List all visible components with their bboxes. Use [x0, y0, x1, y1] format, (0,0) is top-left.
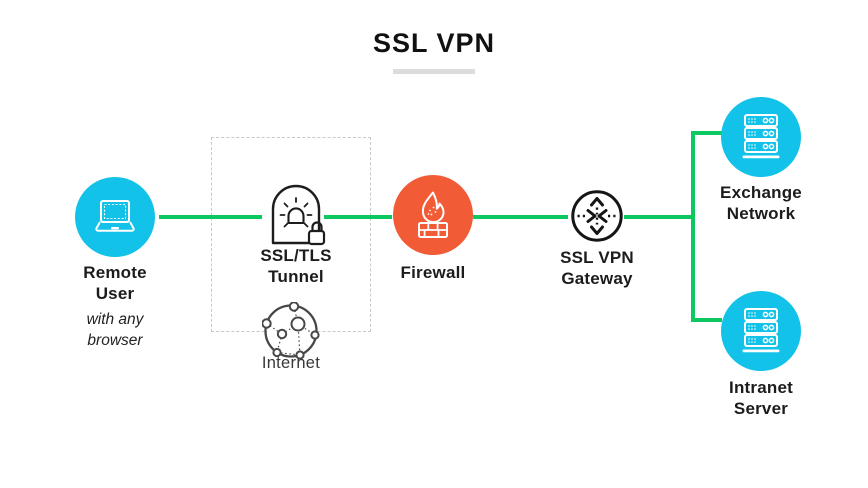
connector-gateway-branch: [624, 215, 693, 219]
intranet-server-label-line1: Intranet: [729, 378, 793, 397]
connector-user-tunnel: [159, 215, 262, 219]
remote-user-note-line1: with any: [86, 311, 144, 328]
router-arrows-icon: [571, 190, 623, 242]
gateway-node: [569, 188, 625, 244]
flame-brick-wall-icon: [418, 191, 448, 238]
tunnel-node: [267, 182, 329, 246]
internet-label: Internet: [261, 354, 321, 372]
remote-user-label-line1: Remote: [83, 263, 147, 282]
tunnel-label: SSL/TLS Tunnel: [221, 245, 371, 287]
connector-firewall-gateway: [473, 215, 568, 219]
firewall-label: Firewall: [400, 263, 466, 282]
gateway-label-line1: SSL VPN: [560, 248, 634, 267]
intranet-server-label: Intranet Server: [686, 377, 836, 419]
connector-branch-exchange: [691, 131, 722, 135]
tunnel-lock-icon: [271, 184, 326, 246]
remote-user-label: Remote User: [40, 262, 190, 304]
exchange-network-label: Exchange Network: [686, 182, 836, 224]
tunnel-label-line2: Tunnel: [268, 267, 324, 287]
tunnel-label-line1: SSL/TLS: [260, 246, 332, 265]
server-rack-icon: [742, 114, 780, 159]
connector-branch-intranet: [691, 318, 722, 322]
gateway-label: SSL VPN Gateway: [522, 247, 672, 289]
remote-user-node: [75, 177, 155, 257]
connector-tunnel-firewall: [324, 215, 392, 219]
exchange-network-label-line2: Network: [726, 204, 796, 224]
title-underline: [393, 69, 475, 74]
remote-user-note-line2: browser: [87, 331, 143, 349]
gateway-label-line2: Gateway: [561, 269, 633, 289]
exchange-network-label-line1: Exchange: [720, 183, 802, 202]
intranet-server-label-line2: Server: [733, 399, 789, 419]
intranet-server-node: [721, 291, 801, 371]
laptop-icon: [95, 200, 135, 232]
page-title: SSL VPN: [372, 28, 496, 58]
globe-network-icon: [262, 302, 320, 360]
connector-branch-vertical: [691, 131, 695, 322]
remote-user-note: with any browser: [40, 310, 190, 352]
firewall-node: [393, 175, 473, 255]
server-rack-icon: [742, 308, 780, 353]
remote-user-label-line2: User: [95, 284, 135, 304]
internet-node: [262, 302, 320, 360]
exchange-network-node: [721, 97, 801, 177]
